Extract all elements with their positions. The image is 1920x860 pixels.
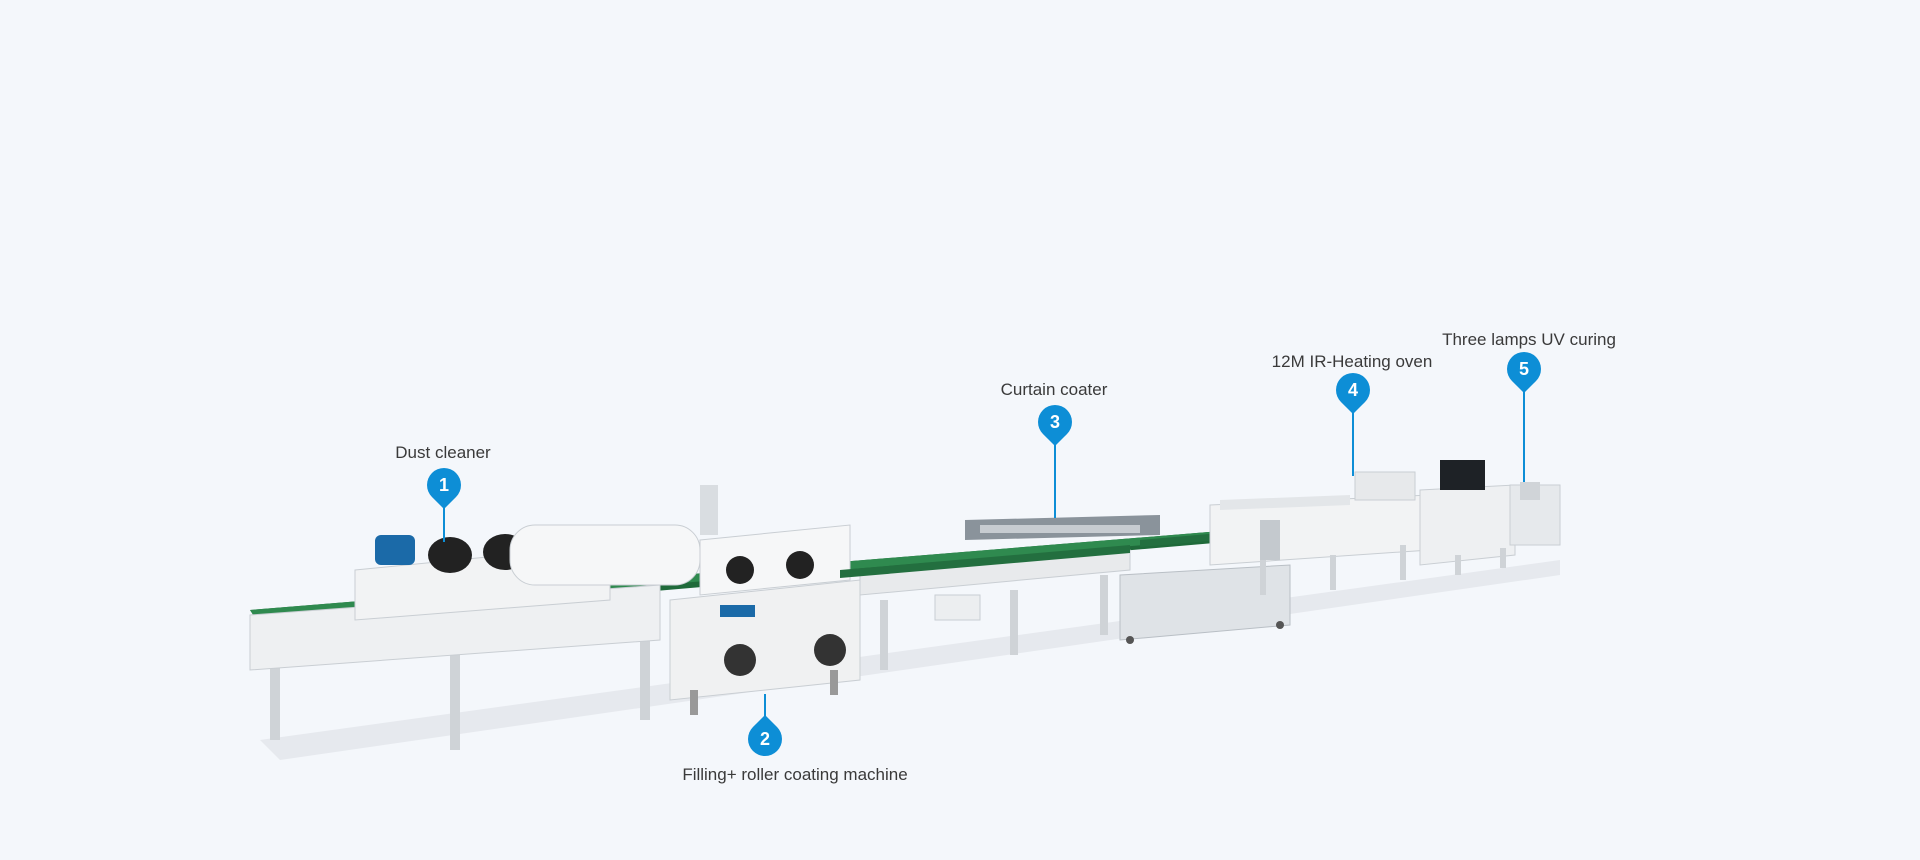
dust-cleaner-machine <box>249 485 718 750</box>
leader-line <box>1523 387 1525 482</box>
callout-number: 1 <box>438 475 449 495</box>
leader-line <box>443 502 445 542</box>
callout-label-ir-oven: 12M IR-Heating oven <box>1271 352 1433 371</box>
callout-number: 2 <box>759 729 770 749</box>
callout-label-roller-coating: Filling+ roller coating machine <box>682 765 908 784</box>
callout-label-uv-curing: Three lamps UV curing <box>1442 330 1616 349</box>
uv-curing-machine <box>1419 460 1561 575</box>
ir-heating-oven <box>1209 471 1431 595</box>
leader-line <box>1352 408 1354 476</box>
callout-number: 3 <box>1049 412 1060 432</box>
callout-number: 5 <box>1518 359 1529 379</box>
leader-line <box>1054 440 1056 518</box>
map-pin-icon[interactable]: 3 <box>1030 397 1080 447</box>
map-pin-icon[interactable]: 5 <box>1499 344 1549 394</box>
leader-line <box>764 694 766 722</box>
roller-coating-machine <box>669 524 861 715</box>
callout-number: 4 <box>1347 380 1358 400</box>
map-pin-icon[interactable]: 2 <box>740 714 790 764</box>
callout-label-curtain-coater: Curtain coater <box>1000 380 1108 399</box>
conveyor-sections <box>840 545 1131 670</box>
map-pin-icon[interactable]: 4 <box>1328 365 1378 415</box>
map-pin-icon[interactable]: 1 <box>419 460 469 510</box>
callout-label-dust-cleaner: Dust cleaner <box>395 443 491 462</box>
